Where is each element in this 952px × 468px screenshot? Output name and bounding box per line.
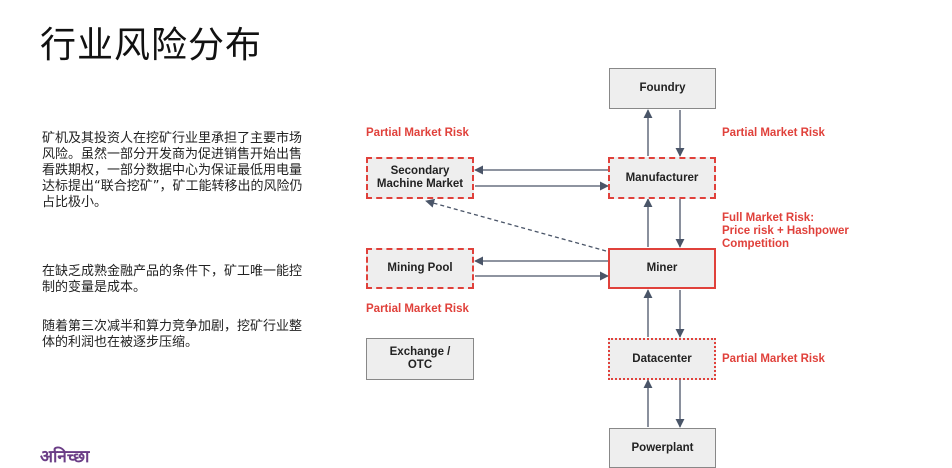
- node-datacenter: Datacenter: [608, 338, 716, 380]
- risk-label-miner: Full Market Risk: Price risk + Hashpower…: [722, 212, 849, 250]
- risk-label-datacenter: Partial Market Risk: [722, 353, 825, 365]
- page-title: 行业风险分布: [40, 25, 263, 66]
- node-foundry: Foundry: [609, 68, 716, 109]
- node-powerplant: Powerplant: [609, 428, 716, 468]
- paragraph-cost-control: 在缺乏成熟金融产品的条件下，矿工唯一能控制的变量是成本。: [42, 264, 303, 295]
- risk-label-mining-pool: Partial Market Risk: [366, 303, 469, 315]
- risk-label-manufacturer: Partial Market Risk: [722, 127, 825, 139]
- node-mining-pool: Mining Pool: [366, 248, 474, 289]
- brand-logo: अनिच्छा: [40, 447, 90, 467]
- node-exchange-otc: Exchange / OTC: [366, 338, 474, 380]
- risk-label-secondary-market: Partial Market Risk: [366, 127, 469, 139]
- node-secondary-machine-market: Secondary Machine Market: [366, 157, 474, 199]
- paragraph-profit-squeeze: 随着第三次减半和算力竞争加剧，挖矿行业整体的利润也在被逐步压缩。: [42, 319, 303, 350]
- node-manufacturer: Manufacturer: [608, 157, 716, 199]
- arrow-miner-to-secondary-dashed: [425, 198, 607, 252]
- node-miner: Miner: [608, 248, 716, 289]
- paragraph-risk-summary: 矿机及其投资人在挖矿行业里承担了主要市场风险。虽然一部分开发商为促进销售开始出售…: [42, 131, 303, 210]
